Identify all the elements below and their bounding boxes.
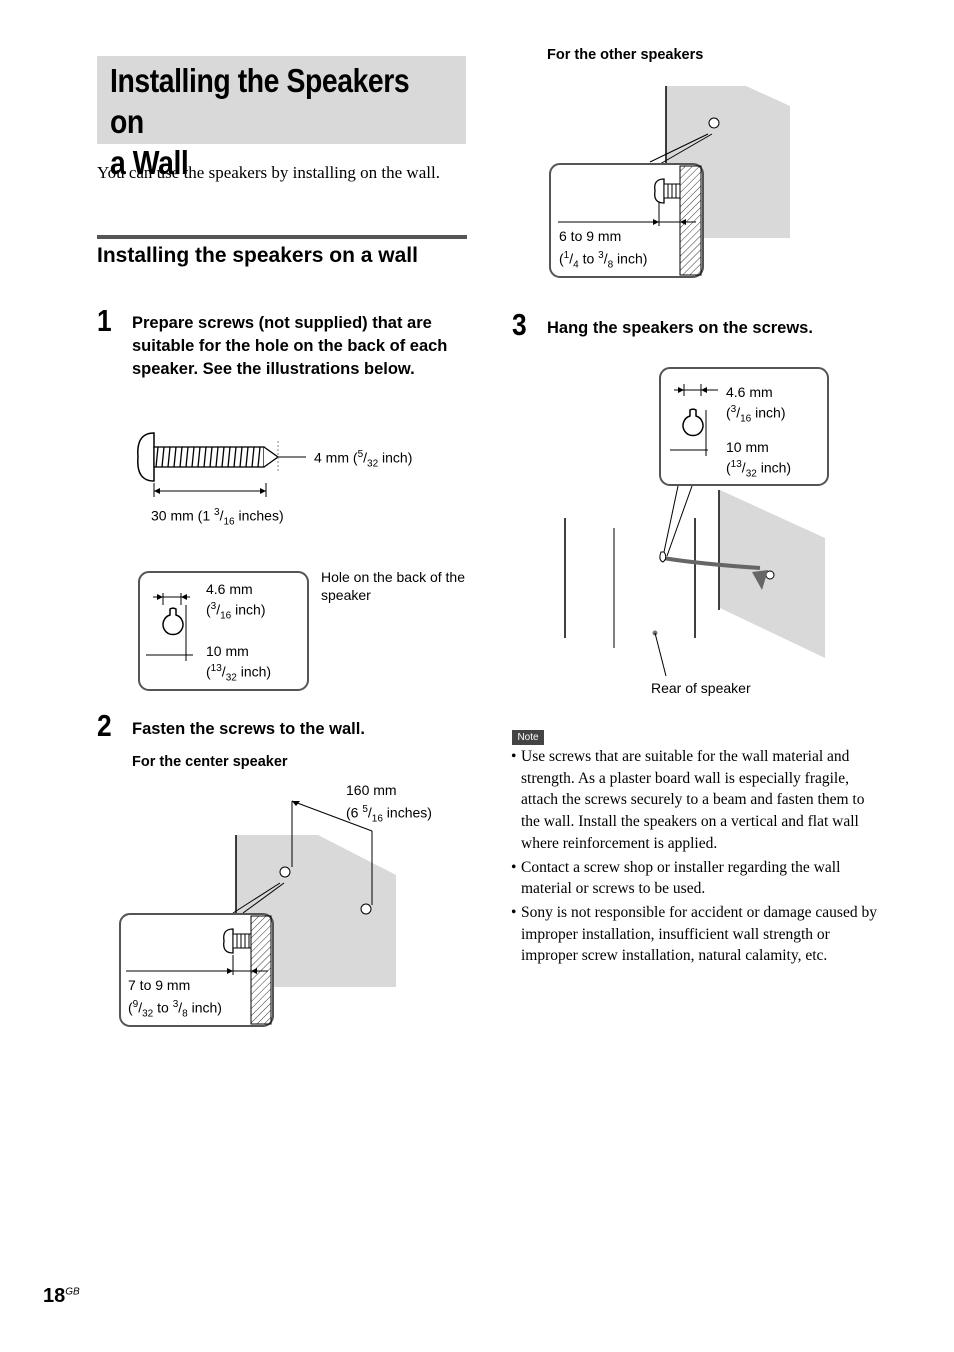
hang-width-tail: inch) [751,404,786,421]
other-protrusion-sub2: 8 [607,259,614,271]
title-banner [97,56,466,144]
hole-width-sup: 3 [210,601,217,612]
screw-length-tail: inches) [234,507,284,524]
note-item: Contact a screw shop or installer regard… [511,857,883,900]
hole-width-inch: (3/16 inch) [206,601,266,622]
center-protrusion-inch: (9/32 to 3/8 inch) [128,999,222,1020]
center-protrusion-sup2: 3 [172,999,179,1010]
hang-speakers-diagram [564,367,829,677]
page-title-line-2: a Wall [110,144,189,181]
hang-width-sub: 16 [740,413,752,425]
center-spacing-sub: 16 [371,813,383,825]
other-protrusion-inch: (1/4 to 3/8 inch) [559,250,648,271]
center-protrusion-sup1: 9 [132,999,139,1010]
screw-diameter-tail: inch) [378,449,413,466]
hole-caption: Hole on the back of the speaker [321,569,465,603]
center-spacing-mm: 160 mm [346,782,397,798]
hole-width-sub: 16 [220,610,232,622]
screw-length-label: 30 mm (1 3/16 inches) [151,507,284,528]
screw-diameter-sup: 5 [357,449,364,460]
center-protrusion-tail: inch) [187,999,222,1016]
hang-height-mm: 10 mm [726,439,769,455]
center-spacing-inch: (6 5/16 inches) [346,804,432,825]
center-speaker-subhead: For the center speaker [132,754,288,770]
page-number-suffix: GB [65,1286,80,1298]
other-protrusion-mm: 6 to 9 mm [559,228,622,244]
other-protrusion-mid: to [578,250,599,267]
note-item: Use screws that are suitable for the wal… [511,746,883,855]
step-2-number: 2 [97,708,112,743]
step-3-text: Hang the speakers on the screws. [547,319,813,337]
screw-diameter-main: 4 mm ( [314,449,358,466]
other-speakers-diagram [549,86,790,278]
hole-height-mm: 10 mm [206,643,249,659]
note-list: Use screws that are suitable for the wal… [511,746,883,969]
center-protrusion-label: 7 to 9 mm (9/32 to 3/8 inch) [128,976,222,1023]
step-1-text: Prepare screws (not supplied) that are s… [132,314,448,378]
center-spacing-tail: inches) [382,804,432,821]
screw-length-sup: 3 [214,507,220,518]
center-protrusion-sub1: 32 [142,1008,154,1020]
center-protrusion-mm: 7 to 9 mm [128,977,191,993]
hole-height-sub: 32 [225,672,237,684]
center-spacing-main: (6 [346,804,363,821]
screw-diameter-sub: 32 [367,458,379,470]
screw-diagram [137,432,306,497]
center-protrusion-sub2: 8 [182,1008,188,1020]
screw-length-main: 30 mm (1 [151,507,215,524]
keyhole-diagram [138,571,309,691]
hole-height-inch: (13/32 inch) [206,663,272,684]
hole-width-label: 4.6 mm (3/16 inch) [206,580,265,625]
hole-height-sup: 13 [210,663,222,674]
step-1-number: 1 [97,303,112,338]
other-protrusion-tail: inch) [613,250,648,267]
intro-text: You can use the speakers by installing o… [97,163,440,182]
other-protrusion-sup2: 3 [598,250,604,261]
hole-height-label: 10 mm (13/32 inch) [206,642,271,687]
hang-width-label: 4.6 mm (3/16 inch) [726,383,785,428]
step-2-text: Fasten the screws to the wall. [132,720,365,738]
hang-height-sub: 32 [745,468,757,480]
other-protrusion-label: 6 to 9 mm (1/4 to 3/8 inch) [559,227,647,274]
page-title-line-1: Installing the Speakers on [110,62,410,140]
hang-width-sup: 3 [730,404,737,415]
center-protrusion-mid: to [153,999,173,1016]
page-title: Installing the Speakers on a Wall [110,60,416,183]
hang-height-tail: inch) [756,459,792,476]
step-3-number: 3 [512,307,527,342]
screw-diameter-label: 4 mm (5/32 inch) [314,449,413,470]
page-number-value: 18 [43,1285,66,1307]
hang-height-inch: (13/32 inch) [726,459,792,480]
other-speakers-subhead: For the other speakers [547,47,704,63]
center-spacing-label: 160 mm (6 5/16 inches) [346,781,432,828]
note-badge: Note [512,730,544,745]
center-speaker-diagram [119,800,396,1027]
hang-width-mm: 4.6 mm [726,384,773,400]
rear-of-speaker-label: Rear of speaker [651,680,751,696]
center-spacing-sup: 5 [362,804,368,815]
hang-width-inch: (3/16 inch) [726,404,786,425]
hole-height-tail: inch) [236,663,272,680]
section-heading: Installing the speakers on a wall [97,244,418,267]
screw-length-sub: 16 [223,516,235,528]
other-protrusion-sub1: 4 [573,259,579,271]
hole-width-mm: 4.6 mm [206,581,253,597]
page-number: 18GB [43,1285,80,1308]
section-rule [97,235,467,239]
hole-width-tail: inch) [231,601,266,618]
hang-height-sup: 13 [730,459,742,470]
note-item: Sony is not responsible for accident or … [511,902,883,967]
hang-height-label: 10 mm (13/32 inch) [726,438,791,483]
other-protrusion-sup1: 1 [563,250,570,261]
